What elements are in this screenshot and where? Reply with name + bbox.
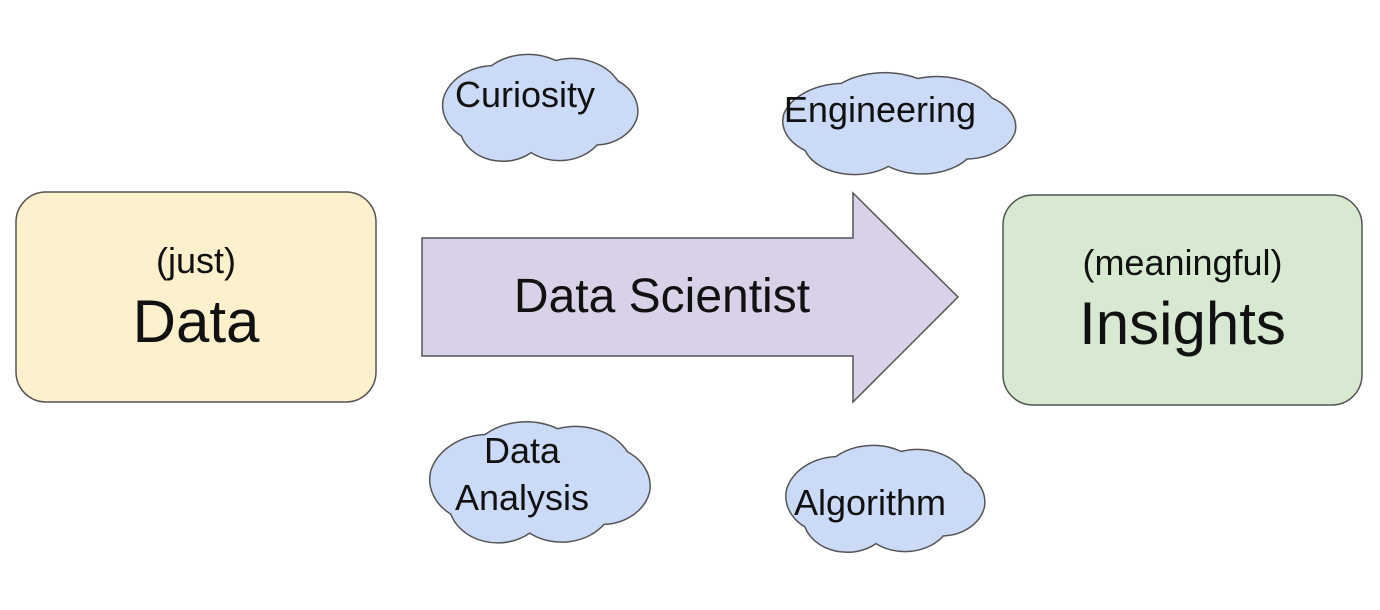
data-title: Data	[132, 288, 260, 355]
curiosity-cloud	[443, 54, 638, 161]
data-analysis-label-line2: Analysis	[454, 477, 590, 518]
algorithm-label: Algorithm	[793, 482, 947, 523]
insights-box	[1002, 194, 1363, 406]
data-box	[15, 191, 377, 403]
data-analysis-label-line1: Data	[483, 430, 561, 471]
data-scientist-arrow	[421, 191, 960, 404]
algorithm-cloud	[786, 445, 985, 552]
data-scientist-label: Data Scientist	[513, 270, 811, 323]
engineering-cloud	[783, 73, 1016, 175]
data-qualifier: (just)	[156, 240, 236, 281]
engineering-label: Engineering	[783, 89, 977, 130]
curiosity-label: Curiosity	[454, 74, 596, 115]
data-analysis-cloud	[430, 422, 650, 543]
insights-qualifier: (meaningful)	[1082, 242, 1283, 283]
insights-title: Insights	[1079, 290, 1286, 357]
